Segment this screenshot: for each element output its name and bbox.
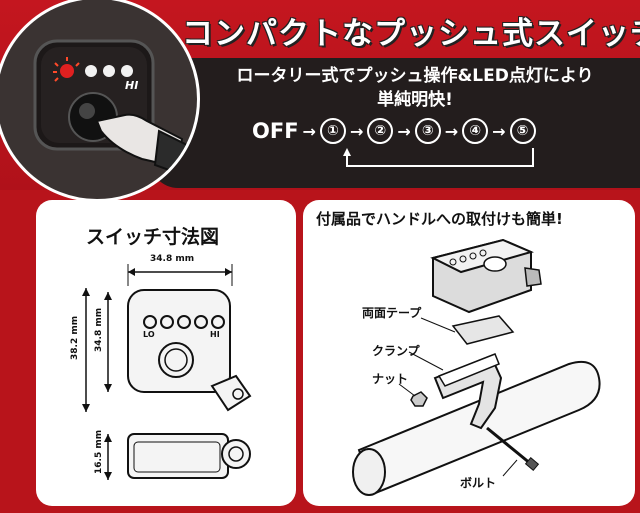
dimensions-title: スイッチ寸法図 xyxy=(86,226,220,248)
width-dimension: 34.8 mm xyxy=(150,254,195,264)
mounting-diagram xyxy=(352,238,601,496)
description-line-2: 単純明快! xyxy=(377,90,453,110)
hi-label: HI xyxy=(125,79,139,92)
sequence-step-3: ③ xyxy=(414,118,441,144)
hi-label-drawing: HI xyxy=(210,330,220,339)
depth-dimension: 16.5 mm xyxy=(94,429,104,474)
sequence-arrow: → xyxy=(492,121,506,141)
description-line-1: ロータリー式でプッシュ操作&LED点灯により xyxy=(236,66,594,86)
tape-label: 両面テープ xyxy=(362,306,422,320)
description: ロータリー式でプッシュ操作&LED点灯により 単純明快! xyxy=(205,64,625,112)
sequence-arrow: → xyxy=(444,121,459,141)
sequence-step-2: ② xyxy=(367,118,394,144)
sequence-step-5: ⑤ xyxy=(509,118,536,144)
sequence-step-4: ④ xyxy=(462,118,489,144)
sequence-arrow: → xyxy=(302,121,316,141)
dimension-drawing xyxy=(82,264,252,480)
page-title: コンパクトなプッシュ式スイッチ xyxy=(182,16,640,52)
mode-sequence: OFF → ① → ② → ③ → ④ → ⑤ xyxy=(252,118,536,144)
switch-illustration xyxy=(33,39,189,177)
height-body-dimension: 34.8 mm xyxy=(94,307,104,352)
accessory-title: 付属品でハンドルへの取付けも簡単! xyxy=(316,210,563,228)
switch-photo: HI xyxy=(0,0,200,202)
sequence-arrow: → xyxy=(397,121,411,141)
lo-label: LO xyxy=(143,330,155,339)
tape-shape xyxy=(451,315,515,345)
loop-arrow-icon xyxy=(343,148,534,167)
sequence-arrow: → xyxy=(349,121,364,141)
sequence-off: OFF xyxy=(252,119,299,143)
sequence-step-1: ① xyxy=(319,118,346,144)
bolt-label: ボルト xyxy=(460,476,497,490)
clamp-label: クランプ xyxy=(372,344,420,358)
led-indicator-icon xyxy=(60,64,74,78)
height-total-dimension: 38.2 mm xyxy=(70,315,80,360)
nut-label: ナット xyxy=(372,372,409,386)
led-glow-icon xyxy=(53,57,80,82)
